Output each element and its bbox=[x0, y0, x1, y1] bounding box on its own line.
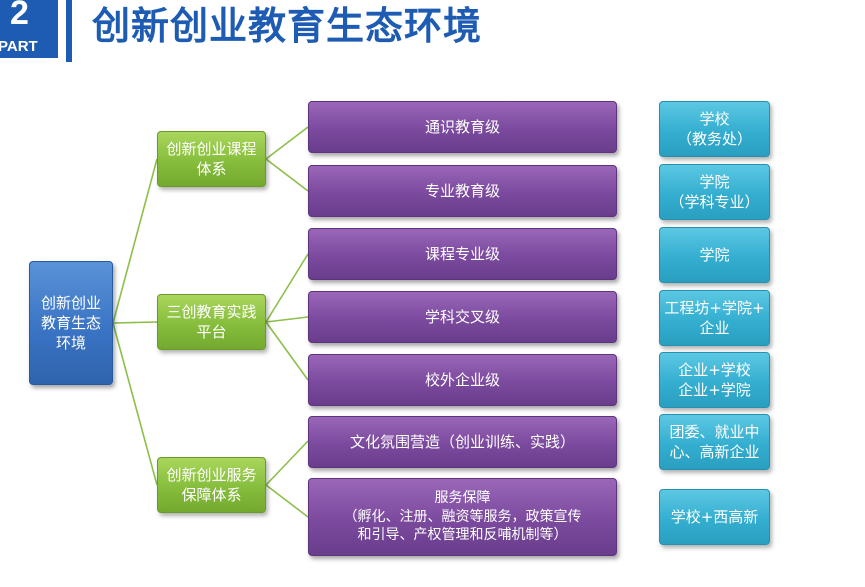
section-word: PART bbox=[0, 38, 38, 55]
branch-node-line: 保障体系 bbox=[181, 486, 242, 504]
level-node-course: 课程专业级 bbox=[308, 228, 617, 280]
connector-root-branch2 bbox=[112, 321, 158, 324]
owner-node-line: （学科专业） bbox=[669, 193, 760, 211]
owner-node-line: 心、高新企业 bbox=[669, 443, 760, 461]
branch-node-line: 三创教育实践 bbox=[166, 302, 257, 321]
owner-node-line: 学院 bbox=[699, 172, 730, 191]
section-number: 2 bbox=[10, 0, 29, 32]
branch-node-service-system: 创新创业服务 保障体系 bbox=[157, 457, 266, 513]
connector-branch1-level1 bbox=[265, 126, 309, 160]
level-node-general: 通识教育级 bbox=[308, 101, 617, 153]
level-node-external: 校外企业级 bbox=[308, 354, 617, 406]
root-node-line: 创新创业 bbox=[40, 293, 101, 312]
owner-node-college-discipline: 学院 （学科专业） bbox=[659, 164, 770, 220]
branch-node-line: 体系 bbox=[196, 160, 227, 178]
root-node-line: 教育生态 bbox=[40, 313, 101, 332]
connector-branch3-level6 bbox=[265, 440, 309, 486]
level-node-culture: 文化氛围营造（创业训练、实践） bbox=[308, 416, 617, 468]
level-node-line: 校外企业级 bbox=[424, 370, 500, 389]
connector-branch1-level2 bbox=[265, 158, 309, 192]
level-node-major: 专业教育级 bbox=[308, 165, 617, 217]
owner-node-line: 企业+学校 bbox=[678, 360, 751, 379]
title-divider bbox=[66, 0, 72, 62]
level-node-line: 专业教育级 bbox=[424, 181, 500, 200]
level-node-line: 课程专业级 bbox=[424, 244, 500, 263]
owner-node-enterprise-school-college: 企业+学校 企业+学院 bbox=[659, 352, 770, 408]
owner-node-school-academic-office: 学校 （教务处） bbox=[659, 101, 770, 157]
page-title: 创新创业教育生态环境 bbox=[92, 4, 483, 48]
branch-node-line: 创新创业课程 bbox=[166, 139, 257, 158]
owner-node-line: 学校+西高新 bbox=[670, 507, 759, 526]
connector-branch3-level7 bbox=[265, 484, 309, 518]
owner-node-league-employment-enterprise: 团委、就业中 心、高新企业 bbox=[659, 414, 770, 470]
owner-node-line: 学院 bbox=[699, 245, 730, 264]
root-node-line: 环境 bbox=[55, 334, 86, 353]
section-badge: 2 PART bbox=[0, 0, 58, 58]
branch-node-line: 创新创业服务 bbox=[166, 465, 257, 484]
branch-node-course-system: 创新创业课程 体系 bbox=[157, 131, 266, 187]
level-node-line: 服务保障 bbox=[434, 489, 491, 506]
level-node-line: 通识教育级 bbox=[424, 117, 500, 136]
root-node: 创新创业 教育生态 环境 bbox=[29, 261, 113, 385]
level-node-line: 学科交叉级 bbox=[424, 307, 500, 326]
connector-branch2-level5 bbox=[265, 321, 309, 381]
owner-node-college: 学院 bbox=[659, 227, 770, 283]
level-node-line: 文化氛围营造（创业训练、实践） bbox=[349, 432, 575, 451]
connector-root-branch3 bbox=[112, 322, 158, 486]
owner-node-line: 学校 bbox=[699, 109, 730, 128]
level-node-service: 服务保障 （孵化、注册、融资等服务，政策宣传 和引导、产权管理和反哺机制等） bbox=[308, 478, 617, 556]
level-node-line: （孵化、注册、融资等服务，政策宣传 bbox=[343, 508, 582, 525]
connector-branch2-level4 bbox=[265, 316, 309, 323]
connector-root-branch1 bbox=[112, 158, 158, 324]
level-node-line: 和引导、产权管理和反哺机制等） bbox=[357, 527, 568, 544]
owner-node-line: 企业 bbox=[699, 319, 730, 337]
owner-node-line: 团委、就业中 bbox=[669, 422, 760, 441]
owner-node-school-xigaoxin: 学校+西高新 bbox=[659, 489, 770, 545]
branch-node-line: 平台 bbox=[196, 323, 227, 341]
connector-branch2-level3 bbox=[265, 253, 309, 323]
owner-node-line: （教务处） bbox=[676, 130, 752, 148]
branch-node-practice-platform: 三创教育实践 平台 bbox=[157, 294, 266, 350]
level-node-interdisciplinary: 学科交叉级 bbox=[308, 291, 617, 343]
owner-node-line: 工程坊+学院+ bbox=[664, 298, 765, 317]
owner-node-workshop-college-enterprise: 工程坊+学院+ 企业 bbox=[659, 290, 770, 346]
owner-node-line: 企业+学院 bbox=[678, 381, 751, 399]
